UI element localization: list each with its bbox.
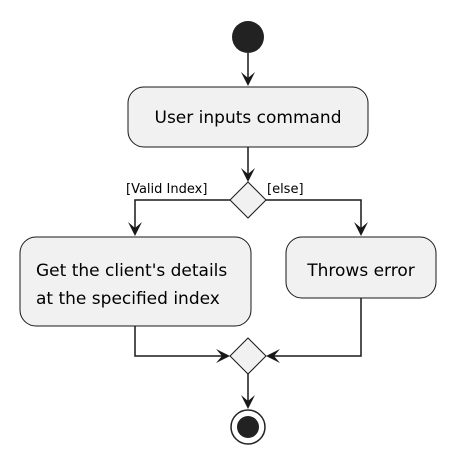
arrow-command-to-decision <box>241 168 255 182</box>
guard-else: [else] <box>267 182 304 197</box>
arrow-start-to-command <box>241 72 255 86</box>
merge-diamond <box>229 337 267 375</box>
decision-diamond <box>229 181 267 219</box>
end-node-inner <box>237 416 259 438</box>
arrow-decision-to-error <box>354 222 368 236</box>
action-get-client-details-line2: at the specified index <box>36 289 220 309</box>
edge-error-to-merge <box>272 298 362 357</box>
action-user-inputs-command-label: User inputs command <box>155 108 342 128</box>
action-get-client-details-line1: Get the client's details <box>36 261 227 281</box>
guard-valid-index: [Valid Index] <box>126 182 207 197</box>
edge-decision-to-details <box>134 199 230 230</box>
edge-decision-to-error <box>266 199 362 230</box>
arrow-error-to-merge <box>266 349 280 363</box>
edge-details-to-merge <box>134 326 224 357</box>
arrow-details-to-merge <box>216 349 230 363</box>
action-get-client-details <box>19 236 252 327</box>
start-node <box>232 21 264 53</box>
arrow-merge-to-end <box>241 395 255 409</box>
action-throws-error-label: Throws error <box>306 261 415 281</box>
arrow-decision-to-details <box>128 222 142 236</box>
